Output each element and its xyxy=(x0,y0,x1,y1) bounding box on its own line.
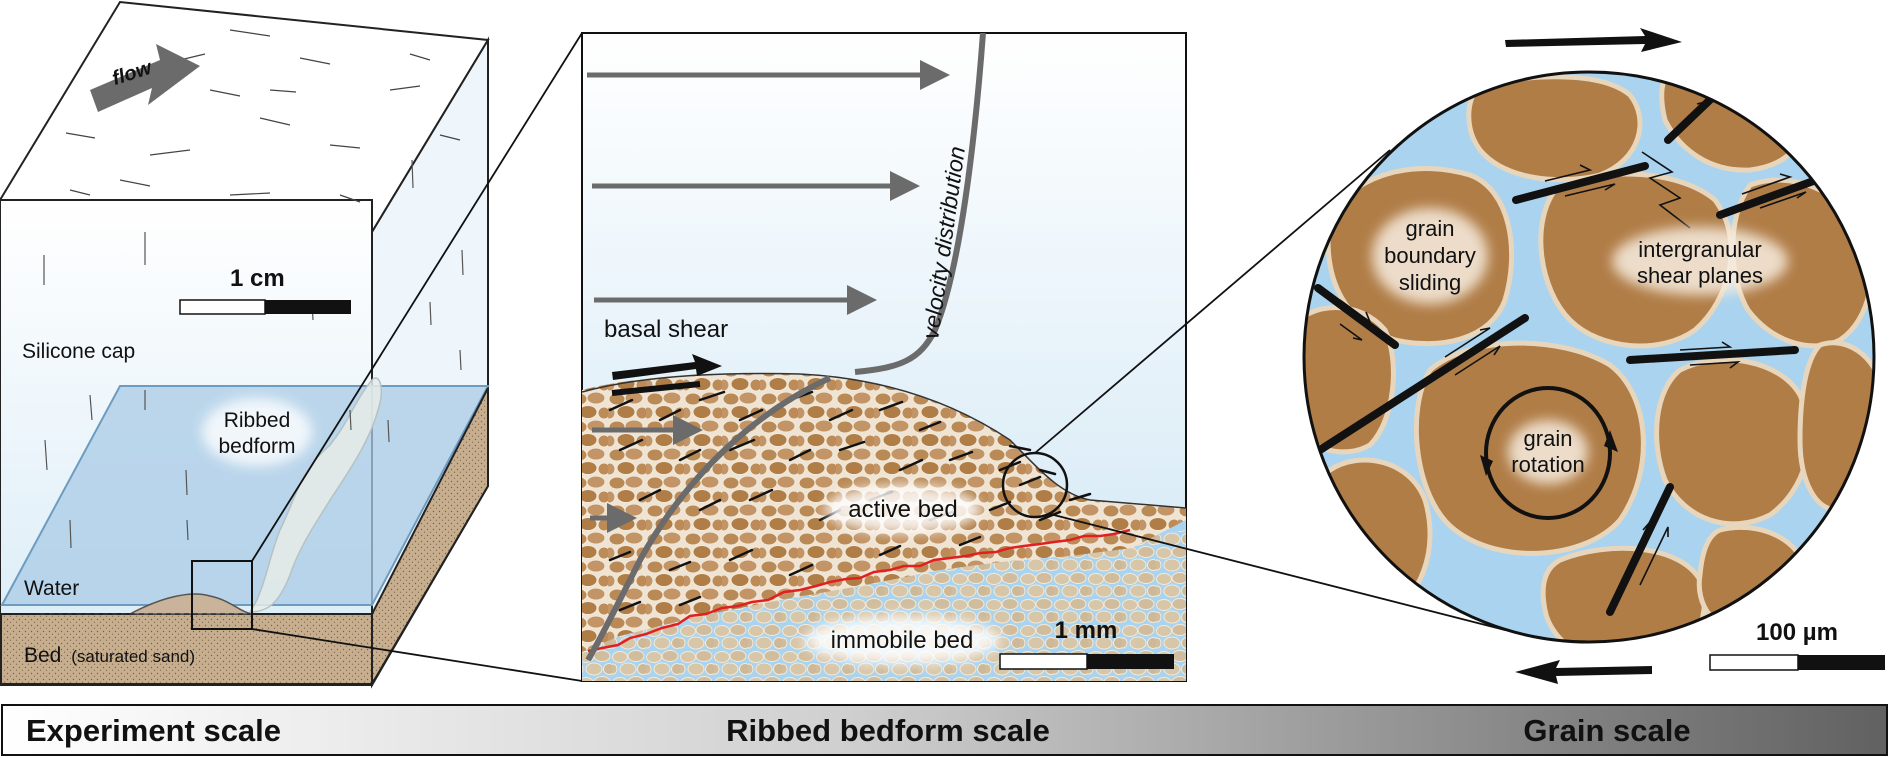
bed-surface-line xyxy=(582,372,1186,509)
ribbed-bedform-shape xyxy=(248,377,383,613)
grain-rotation-label-2: rotation xyxy=(1511,452,1584,477)
experiment-block: flow 1 cm Silicone cap Ribbed bedform Wa… xyxy=(0,0,490,689)
bedform-scale-label: Ribbed bedform scale xyxy=(726,713,1050,748)
bedform-panel: velocity distribution basal shear active… xyxy=(581,32,1187,682)
mm-scale-label: 1 mm xyxy=(1055,617,1118,644)
active-immobile-boundary xyxy=(587,528,1131,653)
grain-scale-label: Grain scale xyxy=(1523,713,1690,748)
immobile-bed-label: immobile bed xyxy=(831,627,974,654)
cm-scale-black xyxy=(265,300,351,314)
bed-front xyxy=(0,613,373,685)
top-shear-arrow-icon xyxy=(1505,28,1682,52)
shear-plane-pointer xyxy=(1641,151,1691,229)
water-label: Water xyxy=(24,577,79,600)
grain-circle: grain boundary sliding intergranular she… xyxy=(1302,70,1876,644)
velocity-curve-bed xyxy=(585,375,832,662)
experiment-scale-label: Experiment scale xyxy=(26,713,281,748)
zoom-box-small xyxy=(191,560,253,630)
silicone-scratches xyxy=(65,29,461,203)
scale-gradient-bg xyxy=(1,704,1888,756)
velocity-curve xyxy=(854,33,986,375)
basal-shear-label: basal shear xyxy=(604,316,728,343)
bed-right xyxy=(371,387,489,688)
scale-gradient-bar: Experiment scale Ribbed bedform scale Gr… xyxy=(1,704,1888,756)
grain-sliding-label-1: grain xyxy=(1406,216,1455,241)
bottom-shear-arrow-icon xyxy=(1515,660,1652,684)
ribbed-bedform-label-1: Ribbed xyxy=(224,409,291,432)
cm-scale-white xyxy=(179,299,266,315)
active-bed-label: active bed xyxy=(848,496,957,523)
cm-scale-label: 1 cm xyxy=(230,265,285,292)
grain-sliding-label-2: boundary xyxy=(1384,243,1476,268)
immobile-bed xyxy=(582,530,1186,681)
ribbed-bedform-label-2: bedform xyxy=(218,435,295,458)
bed-label: Bed (saturated sand) xyxy=(24,644,195,667)
grain-sliding-label-3: sliding xyxy=(1399,270,1461,295)
connector-circle-top xyxy=(1034,149,1391,454)
connector-bottom xyxy=(251,628,583,682)
grain-rotation-label-1: grain xyxy=(1524,426,1573,451)
connector-top xyxy=(251,32,583,562)
front-scratches xyxy=(43,159,464,549)
mm-scale-white xyxy=(999,653,1088,670)
shear-plane-bars xyxy=(1314,91,1834,616)
um-scale-black xyxy=(1798,655,1885,670)
um-scale-label: 100 µm xyxy=(1756,619,1838,646)
flow-arrow-icon xyxy=(90,44,200,112)
shear-planes-label-2: shear planes xyxy=(1637,263,1763,288)
velocity-arrows xyxy=(587,60,950,533)
connector-circle-bottom xyxy=(1049,513,1506,631)
um-scale-white xyxy=(1709,654,1799,671)
silicone-cap-label: Silicone cap xyxy=(22,340,135,363)
slip-arrows xyxy=(1339,100,1807,586)
basal-shear-arrow-icon xyxy=(612,354,722,380)
mm-scale-black xyxy=(1087,654,1174,669)
grain-rotation-icon xyxy=(1480,386,1618,520)
shear-planes-label-1: intergranular xyxy=(1638,237,1762,262)
